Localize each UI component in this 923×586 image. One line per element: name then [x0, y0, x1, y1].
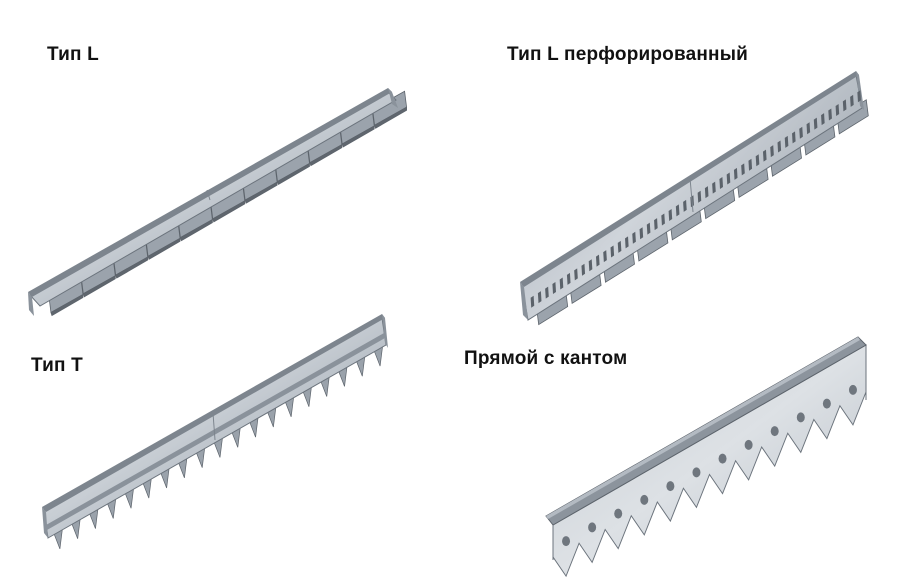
perforation-slot — [850, 94, 854, 107]
perforation-slot — [566, 272, 571, 285]
perforation-slot — [857, 90, 861, 103]
perforation-slot — [719, 177, 724, 190]
mounting-hole — [666, 481, 675, 492]
perforation-slot — [668, 208, 673, 221]
mounting-hole — [718, 453, 727, 464]
mounting-hole — [770, 426, 779, 437]
fin-spike-edge — [179, 218, 213, 242]
perforation-slot — [581, 263, 586, 276]
mounting-hole — [796, 412, 805, 423]
perforation-slot — [704, 186, 709, 199]
perforation-slot — [821, 113, 825, 126]
perforation-slot — [835, 103, 840, 116]
perforation-slot — [646, 222, 651, 235]
fin-spike-edge — [115, 256, 149, 279]
perforation-slot — [537, 291, 542, 304]
perforation-slot — [632, 231, 636, 244]
perforation-slot — [675, 204, 680, 217]
fin-spike-edge — [244, 181, 278, 204]
type-l-perforated-edging-strip — [520, 71, 869, 326]
mounting-hole — [562, 536, 571, 547]
perforation-slot — [726, 172, 731, 185]
perforation-slot — [595, 254, 600, 267]
mounting-hole — [822, 398, 831, 409]
perforation-slot — [625, 236, 629, 249]
type-l-edging-strip — [28, 88, 408, 317]
perforation-slot — [813, 117, 818, 130]
fin-spike-edge — [212, 200, 246, 223]
title-type-l: Тип L — [47, 44, 99, 65]
perforation-slot — [799, 126, 803, 139]
perforation-slot — [588, 259, 593, 272]
perforation-slot — [545, 286, 549, 299]
mounting-hole — [588, 522, 597, 533]
mounting-hole — [848, 384, 857, 395]
perforation-slot — [842, 99, 847, 112]
perforation-slot — [530, 295, 535, 308]
perforation-slot — [683, 199, 687, 212]
perforation-slot — [828, 108, 832, 121]
perforation-slot — [784, 135, 789, 148]
fin-spike-edge — [309, 144, 343, 167]
perforation-slot — [733, 167, 738, 180]
perforation-slot — [777, 140, 782, 153]
perforation-slot — [610, 245, 615, 258]
perforation-slot — [654, 218, 658, 231]
perforation-slot — [806, 122, 811, 135]
title-type-l-perforated: Тип L перфорированный — [507, 44, 749, 65]
straight-with-edge-strip — [545, 336, 867, 578]
perforation-slot — [770, 145, 774, 158]
type-t-edging-strip — [42, 314, 388, 550]
title-type-t: Тип Т — [31, 355, 83, 376]
mounting-hole — [744, 439, 753, 450]
perforation-slot — [661, 213, 665, 226]
fin-spike-edge — [82, 275, 116, 298]
perforation-slot — [762, 149, 767, 162]
fin-spike-edge — [341, 125, 375, 148]
perforation-slot — [748, 158, 753, 171]
mounting-hole — [640, 494, 649, 505]
fin-spike-edge — [50, 293, 84, 317]
perforation-slot — [552, 282, 557, 295]
fin-spike-edge — [374, 106, 407, 129]
perforation-slot — [755, 154, 760, 167]
perforation-slot — [712, 181, 716, 194]
perforation-slot — [741, 163, 745, 176]
perforation-slot — [559, 277, 564, 290]
title-straight-with-edge: Прямой с кантом — [464, 348, 628, 369]
perforation-slot — [639, 227, 644, 240]
mounting-hole — [614, 508, 623, 519]
perforation-slot — [617, 240, 622, 253]
perforation-slot — [697, 190, 702, 203]
perforation-slot — [574, 268, 578, 281]
mounting-hole — [692, 467, 701, 478]
perforation-slot — [603, 250, 607, 263]
perforation-slot — [792, 131, 796, 144]
fin-spike-edge — [147, 237, 181, 260]
fin-spike-edge — [277, 162, 310, 186]
